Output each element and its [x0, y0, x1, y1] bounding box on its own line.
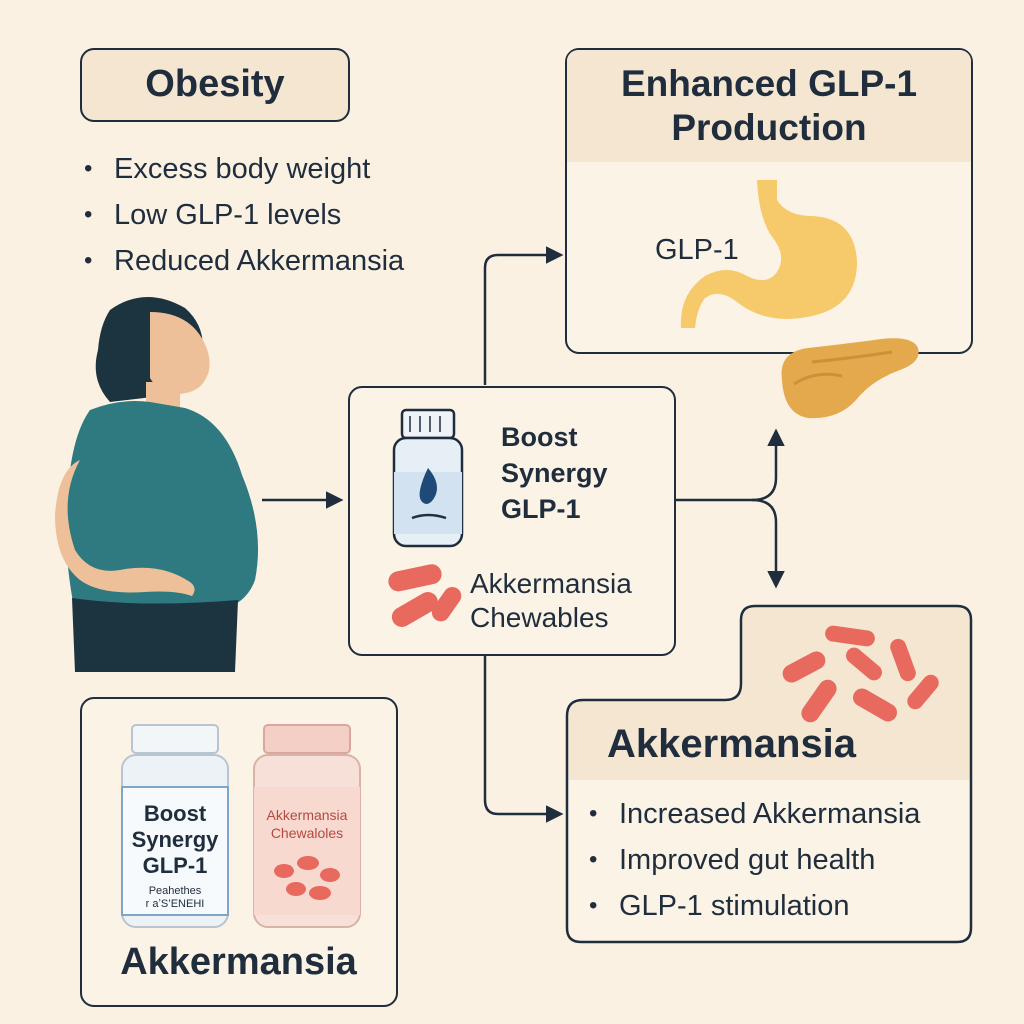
obesity-bullet: Excess body weight — [84, 146, 404, 192]
enhanced-glp1-box: Enhanced GLP-1 Production GLP-1 — [565, 48, 973, 354]
pants — [72, 598, 238, 672]
bottle1-line3: GLP-1 — [142, 853, 208, 878]
bottle2-line1: Akkermansia — [266, 807, 348, 823]
bottle1-small1: Peahethes — [148, 885, 202, 897]
enhanced-title-line1: Enhanced GLP-1 — [620, 63, 918, 104]
enhanced-title-line2: Production — [671, 107, 867, 148]
arrow-to-akkermansia — [483, 655, 564, 823]
bottle1-line1: Boost — [143, 801, 207, 826]
body-shirt — [66, 401, 259, 612]
akkermansia-bullet: Increased Akkermansia — [589, 791, 920, 837]
stomach-icon — [680, 180, 857, 328]
products-caption: Akkermansia — [120, 941, 357, 983]
obesity-bullets: Excess body weight Low GLP-1 levels Redu… — [84, 146, 404, 284]
akkermansia-chewables-bottle-illustration — [253, 724, 361, 928]
akkermansia-bullets: Increased Akkermansia Improved gut healt… — [589, 791, 920, 929]
product2-line2: Chewables — [470, 602, 609, 633]
bacteria-cluster-icon — [782, 625, 939, 723]
pancreas-icon — [781, 338, 919, 419]
bottle2-line2: Chewaloles — [270, 825, 344, 841]
arrow-split-down — [751, 498, 785, 589]
arm — [55, 460, 195, 596]
akkermansia-bullet: GLP-1 stimulation — [589, 883, 920, 929]
bottle1-small2: r aʼS’ENEHI — [145, 898, 205, 910]
product1-line3: GLP-1 — [501, 494, 581, 524]
obese-person-illustration — [55, 296, 259, 672]
akkermansia-benefits-box: Akkermansia Increased Akkermansia Improv… — [565, 604, 973, 944]
obesity-title-box: Obesity — [80, 48, 350, 122]
obesity-title: Obesity — [145, 63, 285, 105]
center-products-box: Boost Synergy GLP-1 Akkermansia Chewable… — [348, 386, 676, 656]
bacteria-icon — [388, 564, 462, 627]
stomach-label: GLP-1 — [655, 234, 739, 266]
obesity-bullet: Reduced Akkermansia — [84, 238, 404, 284]
arrow-to-enhanced — [483, 246, 564, 385]
arrow-split-line — [676, 428, 785, 502]
product2-line1: Akkermansia — [470, 568, 632, 599]
obesity-bullet: Low GLP-1 levels — [84, 192, 404, 238]
product1-line1: Boost — [501, 422, 578, 452]
face — [150, 312, 210, 395]
product-bottles-box: Boost Synergy GLP-1 Peahethes r aʼS’ENEH… — [80, 697, 398, 1007]
akkermansia-title: Akkermansia — [607, 722, 857, 766]
bottle1-line2: Synergy — [131, 827, 219, 852]
product1-line2: Synergy — [501, 458, 608, 488]
akkermansia-bullet: Improved gut health — [589, 837, 920, 883]
boost-synergy-bottle-illustration — [121, 724, 229, 928]
supplement-bottle-icon — [392, 408, 464, 548]
